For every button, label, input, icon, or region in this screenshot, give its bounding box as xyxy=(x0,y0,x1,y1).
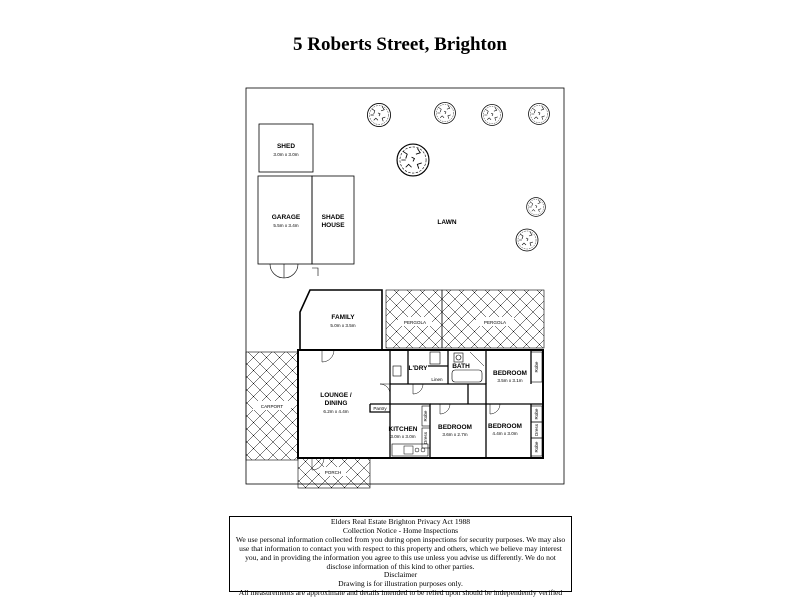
door-swings xyxy=(311,349,501,471)
toilet-fixture xyxy=(453,352,464,363)
garage-door xyxy=(269,263,319,279)
kitchen-bench xyxy=(391,443,429,457)
sink-fixture xyxy=(429,351,441,365)
tree-icon xyxy=(515,228,539,252)
shed-dims: 3.0m x 3.0m xyxy=(273,152,298,157)
linen-label: Linen xyxy=(431,377,443,382)
bedroom-2-dims: 3.6m x 2.7m xyxy=(442,432,467,437)
bedroom-1-label: BEDROOM xyxy=(493,370,527,377)
pantry-label: Pantry xyxy=(373,406,387,411)
privacy-disclaimer-notice: Elders Real Estate Brighton Privacy Act … xyxy=(229,516,572,597)
tree-icon xyxy=(396,143,430,177)
robe-bed1 xyxy=(530,351,543,383)
bedroom-1-dims: 3.5m x 3.1m xyxy=(497,378,522,383)
bath-label: BATH xyxy=(452,363,470,370)
notice-line: you, and in providing the information yo… xyxy=(245,552,556,562)
notice-line: All measurements are approximate and det… xyxy=(238,588,563,598)
notice-line: Elders Real Estate Brighton Privacy Act … xyxy=(330,517,471,526)
notice-line: use that information to contact you with… xyxy=(239,543,562,553)
lounge-dims: 6.2m x 4.4m xyxy=(323,409,348,414)
carport-label: CARPORT xyxy=(261,404,284,409)
lawn-label: LAWN xyxy=(437,219,456,226)
dress-label: Dress xyxy=(534,423,539,436)
bath-fixture xyxy=(451,369,483,383)
family-label: FAMILY xyxy=(331,314,355,321)
notice-line: Drawing is for illustration purposes onl… xyxy=(338,579,463,589)
robe-label: Robe xyxy=(534,441,539,452)
lounge-label: DINING xyxy=(325,400,348,407)
trough-fixture xyxy=(392,365,402,377)
tree-icon xyxy=(526,197,546,217)
page-title: 5 Roberts Street, Brighton xyxy=(293,34,507,55)
kitchen-dims: 3.0m x 3.0m xyxy=(390,434,415,439)
property-boundary xyxy=(245,87,565,485)
garage-label: GARAGE xyxy=(272,214,301,221)
notice-line: disclose information of this kind to oth… xyxy=(326,561,475,571)
dress-bed2 xyxy=(421,427,431,449)
kitchen-label: KITCHEN xyxy=(389,426,418,433)
robe-bed3b xyxy=(530,437,543,457)
ldry-label: L'DRY xyxy=(409,365,429,372)
bedroom-3-dims: 4.4m x 3.0m xyxy=(492,431,517,436)
robe-bed2 xyxy=(421,405,431,427)
shed-label: SHED xyxy=(277,143,295,150)
notice-line: We use personal information collected fr… xyxy=(235,534,566,544)
tree-icon xyxy=(434,102,456,124)
tree-icon xyxy=(367,103,391,127)
bedroom-3-label: BEDROOM xyxy=(488,423,522,430)
porch-label: PORCH xyxy=(325,470,342,475)
bedroom-2-label: BEDROOM xyxy=(438,424,472,431)
house-walls xyxy=(297,349,544,459)
tree-icon xyxy=(481,104,503,126)
notice-line: Disclaimer xyxy=(383,570,418,580)
shade-house-outline xyxy=(311,175,355,265)
pergola-label: PERGOLA xyxy=(484,320,507,325)
shade-house-label: HOUSE xyxy=(321,222,345,229)
dress-label: Dress xyxy=(423,431,428,444)
robe-label: Robe xyxy=(534,408,539,419)
robe-label: Robe xyxy=(534,361,539,372)
tree-icon xyxy=(528,103,550,125)
shade-house-label: SHADE xyxy=(322,214,345,221)
family-dims: 5.0m x 3.5m xyxy=(330,323,355,328)
robe-label: Robe xyxy=(423,410,428,421)
shed-outline xyxy=(258,123,314,173)
notice-line: Collection Notice - Home Inspections xyxy=(342,525,459,535)
garage-dims: 5.5m x 3.4m xyxy=(273,223,298,228)
lounge-label: LOUNGE / xyxy=(320,392,352,399)
pergola-label: PERGOLA xyxy=(404,320,427,325)
